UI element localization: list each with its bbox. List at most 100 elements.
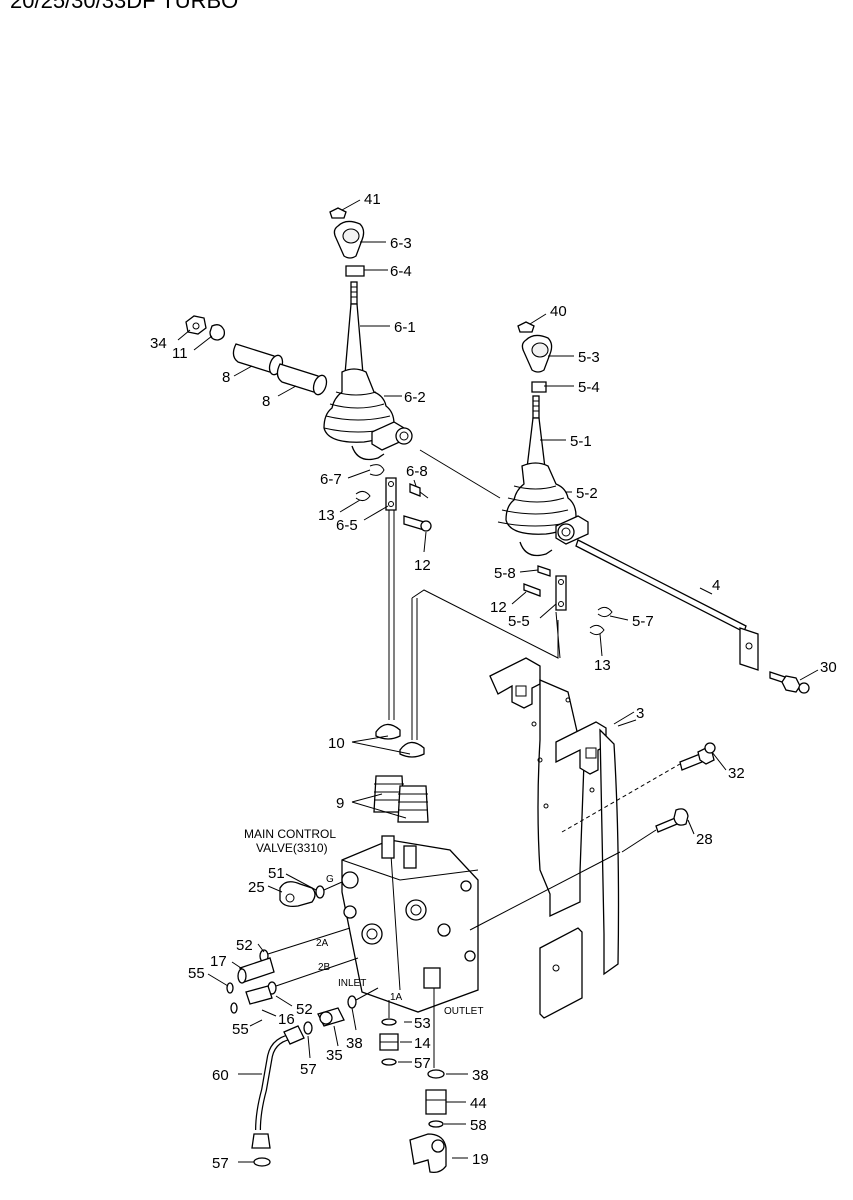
port-inlet-label: INLET [338,978,366,989]
clip-40 [517,321,535,333]
callout-25: 25 [248,879,265,896]
callout-19: 19 [472,1151,489,1168]
bolt-5-8 [537,565,551,577]
pin-5-7 [597,606,613,618]
oring-58 [428,1120,444,1128]
callout-52a: 52 [236,937,253,954]
callout-38b: 38 [472,1067,489,1084]
callout-51: 51 [268,865,285,882]
outlet-stack [409,988,447,1174]
callout-53: 53 [414,1015,431,1032]
bolt-12b [523,583,541,597]
bolt-6-8 [409,483,421,497]
link-6-5 [385,477,397,511]
port-g-label: G [326,874,334,885]
lever-6-1 [344,303,364,375]
callout-11: 11 [172,345,188,362]
callout-6-3: 6-3 [390,235,412,252]
callout-14: 14 [414,1035,431,1052]
bracket-3 [489,657,637,1019]
boots-9 [373,775,429,823]
callout-6-4: 6-4 [390,263,412,280]
valve-label-line1: MAIN CONTROL [244,827,336,841]
rod-4-group [575,539,810,694]
callout-38a: 38 [346,1035,363,1052]
callout-6-1: 6-1 [394,319,416,336]
callout-10: 10 [328,735,345,752]
callout-28: 28 [696,831,713,848]
callout-58: 58 [470,1117,487,1134]
diagram-title: 20/25/30/33DF TURBO [10,0,238,13]
callout-4: 4 [712,577,720,594]
port-2b-label: 2B [318,962,331,973]
nut-6-4 [345,265,365,277]
spacer-group [185,315,328,396]
callout-55a: 55 [188,965,205,982]
bolt-28-group [621,808,689,853]
callout-9: 9 [336,795,344,812]
callout-13b: 13 [594,657,611,674]
callout-5-5: 5-5 [508,613,530,630]
callout-3: 3 [636,705,644,722]
callout-6-2: 6-2 [404,389,426,406]
clip-41 [329,207,347,219]
bolt-32-group [561,742,716,833]
callout-52b: 52 [296,1001,313,1018]
left-joystick [323,207,432,532]
callout-5-2: 5-2 [576,485,598,502]
oring-53 [381,1018,397,1026]
fitting-14-stack [379,1000,399,1066]
callout-44: 44 [470,1095,487,1112]
callout-6-5: 6-5 [336,517,358,534]
callout-32: 32 [728,765,745,782]
callout-41: 41 [364,191,381,208]
callout-5-1: 5-1 [570,433,592,450]
callout-labels: 41 6-3 6-4 6-1 6-2 34 11 8 8 40 5-3 5-4 … [150,191,837,1172]
left-fittings [226,927,359,1014]
link-5-5 [555,575,567,611]
callout-5-4: 5-4 [578,379,600,396]
fitting-25 [279,881,343,908]
callout-55b: 55 [232,1021,249,1038]
oring-57a [381,1058,397,1066]
callout-6-8: 6-8 [406,463,428,480]
callout-8a: 8 [222,369,230,386]
oring-55b [230,1002,238,1014]
fitting-35 [317,987,379,1027]
valve-label-line2: VALVE(3310) [256,841,328,855]
callout-40: 40 [550,303,567,320]
callout-34: 34 [150,335,167,352]
elbow-19 [409,1133,447,1174]
callout-12b: 12 [490,599,507,616]
callout-13a: 13 [318,507,335,524]
oring-57b [303,1021,313,1035]
pin-13b [589,624,605,636]
port-1a-label: 1A [390,992,403,1003]
right-joystick [497,321,613,636]
callout-5-3: 5-3 [578,349,600,366]
fitting-44 [425,1089,447,1115]
callout-5-8: 5-8 [494,565,516,582]
linkage-lines [388,449,561,740]
callout-60: 60 [212,1067,229,1084]
callout-57c: 57 [212,1155,229,1172]
callout-57b: 57 [300,1061,317,1078]
port-outlet-label: OUTLET [444,1006,483,1017]
callout-57a: 57 [414,1055,431,1072]
callout-30: 30 [820,659,837,676]
port-2a-label: 2A [316,938,329,949]
lever-5-1 [526,417,546,469]
callout-35: 35 [326,1047,343,1064]
pin-6-7 [369,464,385,476]
callout-17: 17 [210,953,227,970]
washer-11 [209,324,226,341]
oring-57c [253,1157,271,1167]
callout-6-7: 6-7 [320,471,342,488]
callout-8b: 8 [262,393,270,410]
callout-16: 16 [278,1011,295,1028]
pin-13a [355,490,371,502]
oring-55a [226,982,234,994]
oring-38a [347,995,357,1009]
main-control-valve [341,835,621,1013]
